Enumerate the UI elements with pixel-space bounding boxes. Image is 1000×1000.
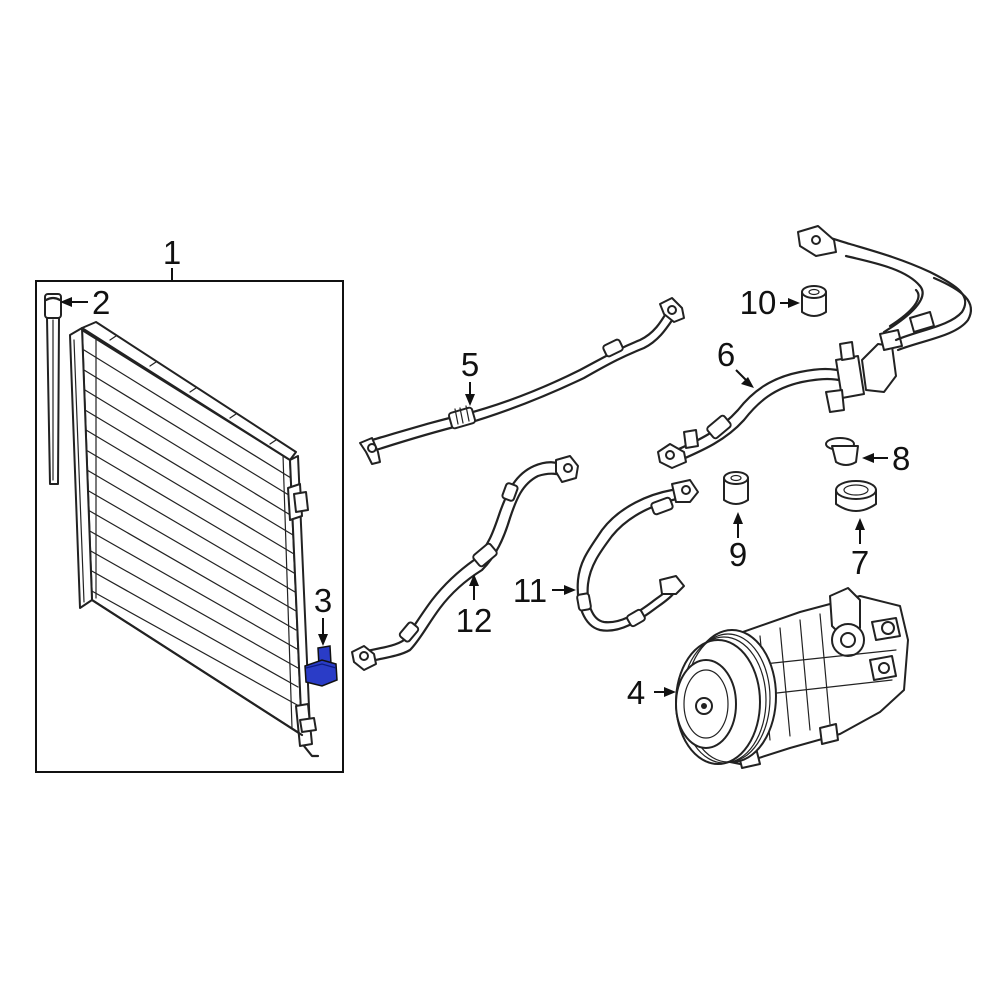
hose-6[interactable] (657, 225, 973, 469)
callout-4: 4 (627, 674, 645, 711)
hose-12[interactable] (351, 455, 579, 671)
callout-labels: 1 2 3 4 5 6 7 8 9 10 11 12 (92, 234, 910, 711)
receiver-drier-cap[interactable] (304, 645, 338, 687)
hose-11[interactable] (576, 479, 699, 632)
callout-2: 2 (92, 284, 110, 321)
callout-3: 3 (314, 582, 332, 619)
callout-leaders (60, 268, 888, 697)
callout-9: 9 (729, 536, 747, 573)
condenser-assembly[interactable] (69, 321, 320, 758)
callout-6: 6 (717, 336, 735, 373)
collar-7[interactable] (835, 480, 877, 512)
callout-7: 7 (851, 544, 869, 581)
callout-12: 12 (456, 602, 493, 639)
callout-5: 5 (461, 346, 479, 383)
callout-10: 10 (740, 284, 777, 321)
seal-8[interactable] (825, 437, 859, 466)
callout-1: 1 (163, 234, 181, 271)
ac-compressor[interactable] (675, 587, 909, 769)
valve-9[interactable] (723, 471, 749, 505)
bushing-10[interactable] (801, 285, 827, 317)
hose-5[interactable] (359, 297, 685, 465)
callout-11: 11 (513, 572, 547, 609)
drier-cartridge[interactable] (44, 293, 62, 485)
callout-8: 8 (892, 440, 910, 477)
condenser-group-box (35, 280, 344, 773)
